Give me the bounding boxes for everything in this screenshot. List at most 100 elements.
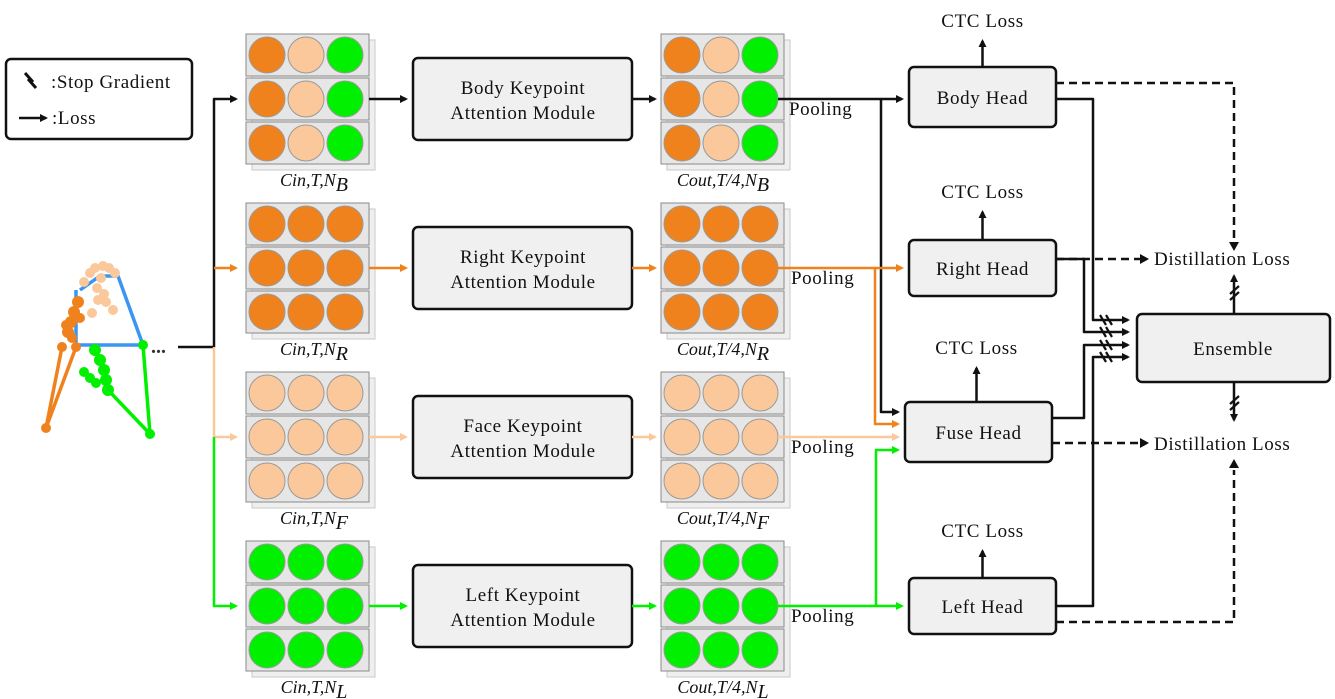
input-distribution-lines xyxy=(178,95,238,610)
keypoint-node xyxy=(663,80,701,118)
input-tensor-right xyxy=(245,202,376,340)
flow-right-to-fuse-head xyxy=(873,268,900,428)
keypoint-node xyxy=(248,418,286,456)
skeleton-right-hand xyxy=(41,296,85,433)
skeleton-keypoints-figure: ... xyxy=(41,261,166,439)
right-head: Right Head xyxy=(907,238,1058,298)
stop-gradient-marks-ensemble-inputs xyxy=(1099,314,1113,363)
keypoint-node xyxy=(326,124,364,162)
keypoint-node xyxy=(326,249,364,287)
flow-body-to-fuse-head xyxy=(879,99,900,416)
module-title-line1: Left Keypoint xyxy=(466,585,581,606)
module-title-line1: Right Keypoint xyxy=(460,247,586,268)
skeleton-face-points xyxy=(79,261,120,318)
keypoint-node xyxy=(702,462,740,500)
flow-to-body-input xyxy=(178,95,238,349)
module-box xyxy=(411,56,634,142)
keypoint-node xyxy=(287,631,325,669)
keypoint-node xyxy=(663,543,701,581)
keypoint-node xyxy=(663,374,701,412)
keypoint-node xyxy=(663,587,701,625)
flow-left-to-fuse-head xyxy=(874,446,900,606)
distillation-dashed-lines xyxy=(1052,81,1239,624)
keypoint-node xyxy=(248,543,286,581)
keypoint-node xyxy=(287,80,325,118)
keypoint-node xyxy=(741,80,779,118)
keypoint-node xyxy=(287,36,325,74)
legend: :Stop Gradient :Loss xyxy=(4,57,194,141)
module-title-line2: Attention Module xyxy=(450,103,595,124)
arrowhead-right-icon xyxy=(1140,438,1149,448)
output-tensor-label-right: Cout,T/4,NR xyxy=(677,339,769,365)
keypoint-node xyxy=(663,205,701,243)
keypoint-node xyxy=(326,418,364,456)
keypoint-node xyxy=(663,293,701,331)
output-tensor-label-left: Cout,T/4,NL xyxy=(677,677,768,699)
keypoint-node xyxy=(702,374,740,412)
head-label: Left Head xyxy=(942,597,1024,618)
keypoint-node xyxy=(663,249,701,287)
keypoint-node xyxy=(287,124,325,162)
face-head: Fuse Head xyxy=(903,400,1054,464)
head-box xyxy=(903,400,1054,464)
keypoint-node xyxy=(741,543,779,581)
keypoint-node xyxy=(702,293,740,331)
body-head: Body Head xyxy=(907,65,1058,129)
keypoint-node xyxy=(287,374,325,412)
keypoint-node xyxy=(702,249,740,287)
keypoint-node xyxy=(248,293,286,331)
keypoint-node xyxy=(741,587,779,625)
keypoint-node xyxy=(663,36,701,74)
output-tensor-body xyxy=(660,33,791,171)
legend-stop-gradient-label: :Stop Gradient xyxy=(51,72,171,93)
head-label: Fuse Head xyxy=(935,423,1021,444)
arrowhead-up-icon xyxy=(1229,459,1239,468)
ctc-loss-label-face: CTC Loss xyxy=(935,338,1017,359)
keypoint-node xyxy=(741,374,779,412)
arrowhead-right-icon xyxy=(1140,254,1149,264)
keypoint-node xyxy=(248,80,286,118)
keypoint-node xyxy=(326,587,364,625)
keypoint-node xyxy=(663,418,701,456)
keypoint-node xyxy=(326,462,364,500)
flow-to-face-input xyxy=(212,347,238,441)
module-title-line2: Attention Module xyxy=(450,610,595,631)
keypoint-node xyxy=(248,631,286,669)
output-tensor-label-body: Cout,T/4,NB xyxy=(677,170,769,196)
keypoint-node xyxy=(663,462,701,500)
input-tensor-face xyxy=(245,371,376,509)
input-tensor-body xyxy=(245,33,376,171)
flow-body-head-to-distillation xyxy=(1056,81,1236,240)
keypoint-node xyxy=(702,36,740,74)
output-tensor-face xyxy=(660,371,791,509)
head-label: Right Head xyxy=(936,259,1029,280)
module-title-line1: Body Keypoint xyxy=(461,78,586,99)
input-tensor-left xyxy=(245,540,376,678)
input-tensor-label-right: Cin,T,NR xyxy=(280,339,348,365)
keypoint-node xyxy=(248,249,286,287)
keypoint-node xyxy=(248,374,286,412)
keypoint-node xyxy=(702,124,740,162)
flow-fuse-head-to-ensemble xyxy=(1052,341,1130,420)
arrowhead-down-icon xyxy=(1229,242,1239,251)
keypoint-node xyxy=(287,543,325,581)
keypoint-node xyxy=(741,205,779,243)
keypoint-node xyxy=(741,36,779,74)
keypoint-node xyxy=(287,418,325,456)
ensemble-block: Ensemble xyxy=(1135,312,1332,384)
keypoint-node xyxy=(326,36,364,74)
keypoint-node xyxy=(248,36,286,74)
pooling-routing-lines xyxy=(778,95,904,610)
left-head: Left Head xyxy=(907,576,1058,636)
input-tensor-label-body: Cin,T,NB xyxy=(280,170,348,196)
keypoint-node xyxy=(326,543,364,581)
keypoint-node xyxy=(248,124,286,162)
keypoint-node xyxy=(663,124,701,162)
ensemble-label: Ensemble xyxy=(1193,339,1273,360)
keypoint-node xyxy=(326,631,364,669)
